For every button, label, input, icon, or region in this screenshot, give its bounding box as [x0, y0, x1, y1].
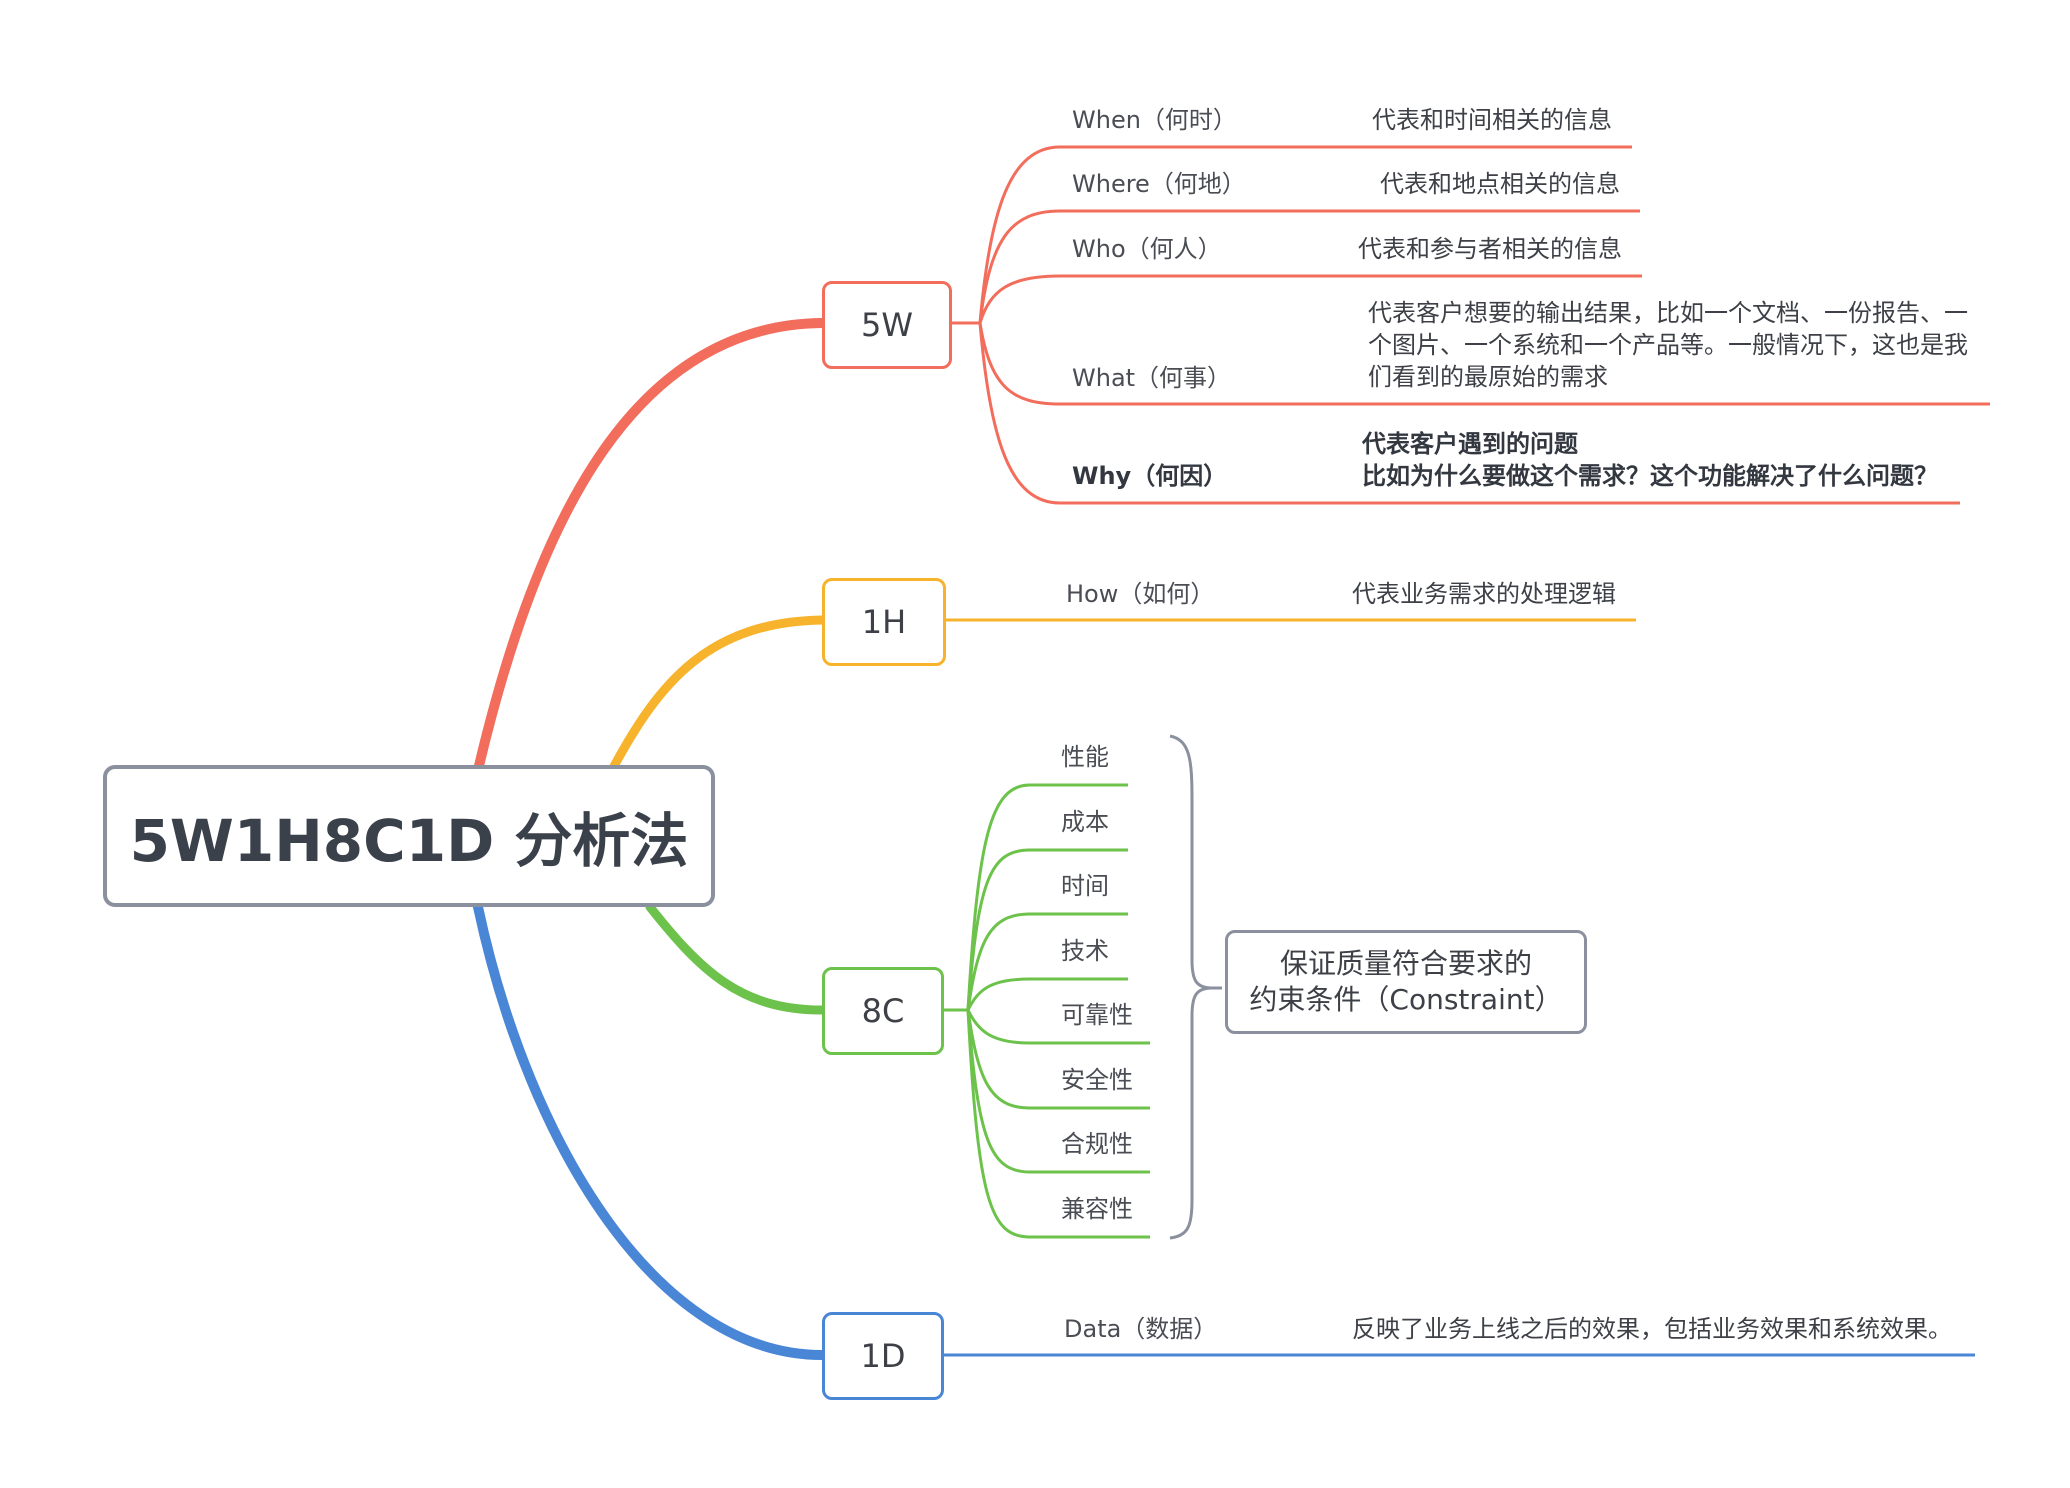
8c-item-reliability[interactable]: 可靠性 [1061, 1001, 1133, 1029]
constraint-brace [1169, 734, 1213, 1240]
constraint-line2: 约束条件（Constraint） [1249, 983, 1563, 1016]
topic-1h[interactable]: 1H [822, 578, 946, 666]
root-topic[interactable]: 5W1H8C1D 分析法 [103, 765, 715, 907]
8c-item-security[interactable]: 安全性 [1061, 1066, 1133, 1094]
root-to-5w-line [473, 318, 827, 775]
who-label[interactable]: Who（何人） [1072, 235, 1222, 263]
8c-item-performance[interactable]: 性能 [1061, 743, 1109, 771]
when-label[interactable]: When（何时） [1072, 106, 1237, 134]
root-to-1d-line [473, 902, 827, 1360]
how-desc[interactable]: 代表业务需求的处理逻辑 [1352, 580, 1616, 608]
what-label[interactable]: What（何事） [1072, 364, 1232, 392]
why-desc[interactable]: 代表客户遇到的问题 比如为什么要做这个需求？这个功能解决了什么问题？ [1362, 428, 1938, 492]
topic-8c-label: 8C [861, 992, 905, 1030]
data-desc[interactable]: 反映了业务上线之后的效果，包括业务效果和系统效果。 [1352, 1315, 1952, 1343]
topic-5w[interactable]: 5W [822, 281, 952, 369]
5w-branch-lines [950, 145, 1990, 505]
topic-5w-label: 5W [861, 306, 913, 344]
root-to-8c-line [645, 902, 827, 1015]
topic-1d-label: 1D [860, 1337, 906, 1375]
8c-item-time[interactable]: 时间 [1061, 872, 1109, 900]
constraint-summary[interactable]: 保证质量符合要求的 约束条件（Constraint） [1225, 930, 1587, 1034]
when-desc[interactable]: 代表和时间相关的信息 [1372, 106, 1612, 134]
why-desc-line1: 代表客户遇到的问题 [1362, 430, 1578, 458]
root-to-1h-line [607, 615, 827, 775]
where-desc[interactable]: 代表和地点相关的信息 [1380, 170, 1620, 198]
how-label[interactable]: How（如何） [1066, 580, 1215, 608]
what-desc[interactable]: 代表客户想要的输出结果，比如一个文档、一份报告、一个图片、一个系统和一个产品等。… [1368, 299, 1968, 391]
why-label[interactable]: Why（何因） [1072, 462, 1228, 490]
8c-item-technology[interactable]: 技术 [1061, 937, 1109, 965]
root-title: 5W1H8C1D 分析法 [129, 807, 689, 875]
8c-branch-lines [942, 783, 1150, 1239]
who-desc[interactable]: 代表和参与者相关的信息 [1358, 235, 1622, 263]
8c-item-compliance[interactable]: 合规性 [1061, 1130, 1133, 1158]
constraint-line1: 保证质量符合要求的 [1279, 947, 1532, 980]
8c-item-cost[interactable]: 成本 [1061, 808, 1109, 836]
where-label[interactable]: Where（何地） [1072, 170, 1246, 198]
8c-item-compatibility[interactable]: 兼容性 [1061, 1195, 1133, 1223]
topic-8c[interactable]: 8C [822, 967, 944, 1055]
why-desc-line2: 比如为什么要做这个需求？这个功能解决了什么问题？ [1362, 462, 1938, 490]
data-label[interactable]: Data（数据） [1064, 1315, 1218, 1343]
topic-1h-label: 1H [861, 603, 907, 641]
topic-1d[interactable]: 1D [822, 1312, 944, 1400]
